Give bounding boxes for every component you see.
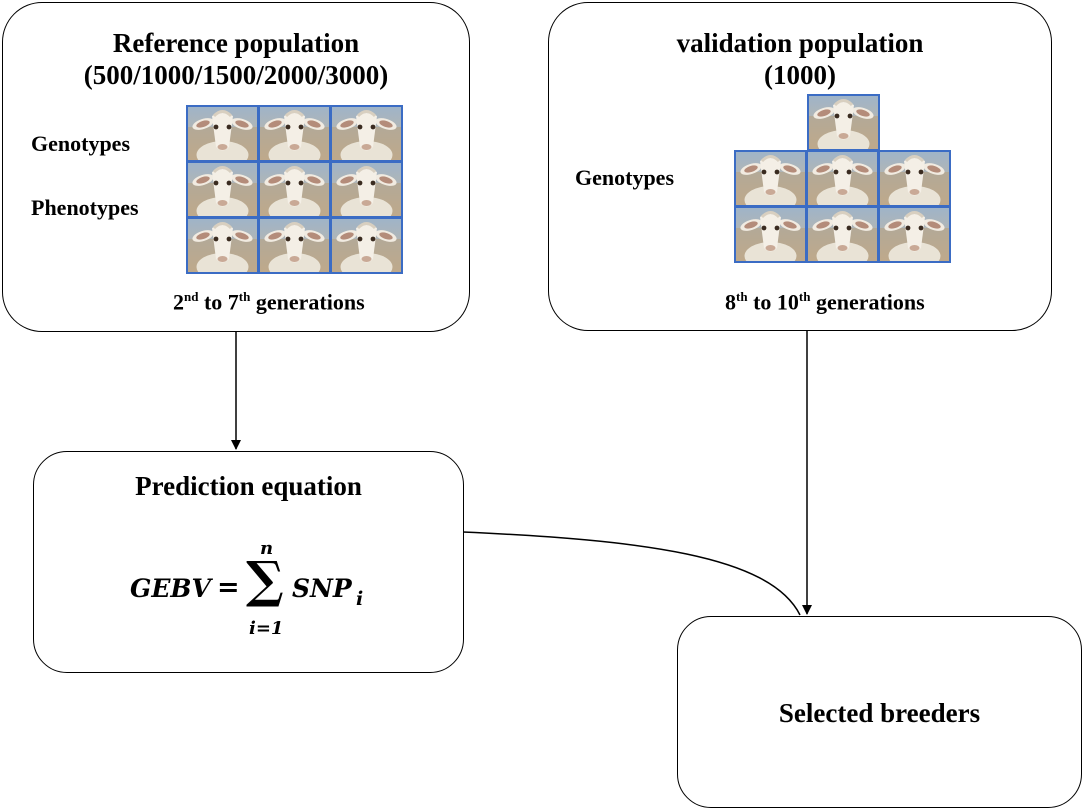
reference-gen-suffix: generations [250,289,365,315]
goat-photo-icon [259,218,330,273]
validation-gen-prefix: 8 [725,289,736,315]
formula-equals: = [217,572,240,603]
validation-generations: 8th to 10th generations [725,289,925,315]
prediction-title: Prediction equation [135,471,362,501]
validation-title: validation population (1000) [549,27,1051,91]
selected-breeders-box: Selected breeders [677,616,1082,808]
goat-photo-icon [187,106,258,161]
goat-photo-icon [735,207,806,262]
reference-title: Reference population (500/1000/1500/2000… [3,27,469,91]
formula-lhs: GEBV [130,574,211,603]
goat-photo-icon [879,207,950,262]
goat-photo-icon [735,151,806,206]
reference-gen-mid: to 7 [198,289,239,315]
prediction-equation-box: Prediction equation GEBV = n ∑ i=1 SNP i [33,451,464,673]
formula-term: SNP [292,574,352,603]
formula-upper-limit: n [260,538,274,559]
validation-population-box: validation population (1000) Genotypes [548,2,1052,331]
validation-gen-suffix: generations [810,289,925,315]
reference-title-line2: (500/1000/1500/2000/3000) [83,60,389,90]
validation-gen-mid: to 10 [747,289,799,315]
curve-prediction-to-selected [462,531,801,616]
goat-photo-icon [187,218,258,273]
validation-genotypes-label: Genotypes [575,165,674,190]
validation-goat-top [807,94,880,151]
reference-gen-sup2: th [238,289,251,304]
validation-goat-grid [734,150,951,263]
reference-title-line1: Reference population [112,28,360,58]
formula-lower-limit: i=1 [249,618,284,639]
reference-gen-sup1: nd [184,289,199,304]
goat-photo-icon [331,106,402,161]
goat-photo-icon [331,218,402,273]
goat-photo-icon [331,162,402,217]
validation-title-line1: validation population [676,28,924,58]
formula-term-subscript: i [356,588,364,610]
validation-gen-sup1: th [736,289,748,304]
goat-photo-icon [187,162,258,217]
reference-genotypes-label: Genotypes [31,131,130,156]
selected-breeders-title: Selected breeders [778,698,981,728]
reference-generations: 2nd to 7th generations [173,289,365,315]
reference-population-box: Reference population (500/1000/1500/2000… [2,2,470,332]
validation-gen-sup2: th [798,289,811,304]
reference-goat-grid [186,105,403,274]
gebv-formula: GEBV = n ∑ i=1 SNP i [34,538,463,650]
goat-photo-icon [879,151,950,206]
reference-gen-prefix: 2 [173,289,184,315]
reference-phenotypes-label: Phenotypes [31,195,139,220]
sum-symbol-icon: ∑ [246,550,284,609]
goat-photo-icon [259,106,330,161]
goat-photo-icon [807,207,878,262]
goat-photo-icon [807,151,878,206]
validation-title-line2: (1000) [764,60,836,90]
goat-photo-icon [259,162,330,217]
goat-photo-icon [808,95,879,150]
